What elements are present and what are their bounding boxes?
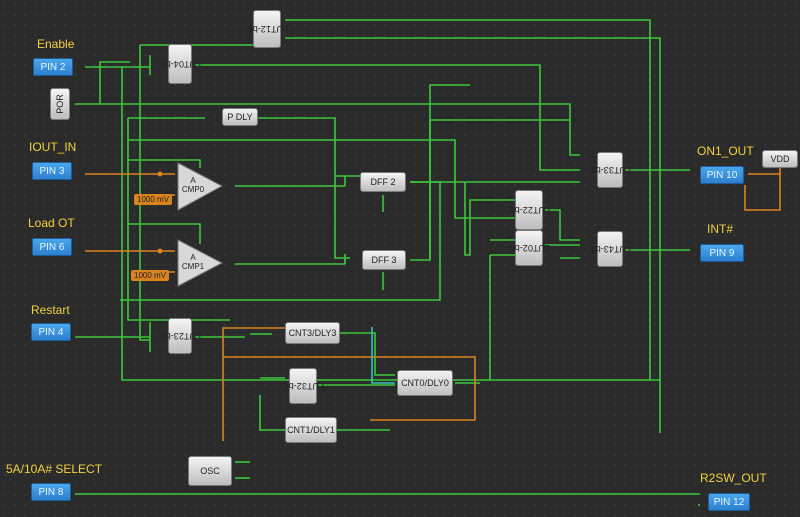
vdd-block[interactable]: VDD <box>762 150 798 168</box>
clock-wire <box>223 356 476 421</box>
wire <box>128 223 201 244</box>
pin-9[interactable]: PIN 9 <box>700 244 744 262</box>
clock-wire <box>744 173 781 211</box>
wire <box>100 103 580 156</box>
wire <box>285 19 651 380</box>
cnt3-dly3-block[interactable]: CNT3/DLY3 <box>285 322 340 344</box>
cmp1-triangle[interactable] <box>177 239 224 287</box>
junction <box>157 171 163 177</box>
pin-4[interactable]: PIN 4 <box>31 323 71 341</box>
wire <box>121 67 661 433</box>
teal-wire <box>371 327 395 384</box>
por-block[interactable]: POR <box>50 88 70 120</box>
label-enable: Enable <box>37 37 75 51</box>
wire <box>285 37 661 380</box>
wire <box>195 64 580 171</box>
vref0-badge[interactable]: 1000 mV <box>134 194 173 205</box>
junction <box>157 248 163 254</box>
wire <box>128 159 201 168</box>
wire <box>340 332 395 376</box>
dff2-block[interactable]: DFF 2 <box>360 172 406 192</box>
label-select: 5A/10A# SELECT <box>6 462 103 476</box>
dff3-block[interactable]: DFF 3 <box>362 250 406 270</box>
label-restart: Restart <box>31 303 70 317</box>
label-r2sw-out: R2SW_OUT <box>700 471 767 485</box>
wire <box>128 139 515 219</box>
pdly-block[interactable]: P DLY <box>222 108 258 126</box>
wire <box>429 84 470 260</box>
wire <box>127 118 230 321</box>
wire <box>464 182 515 256</box>
wire <box>259 395 285 431</box>
cnt1-dly1-block[interactable]: CNT1/DLY1 <box>285 417 337 443</box>
vref1-badge[interactable]: 1000 mV <box>131 270 170 281</box>
pin-8[interactable]: PIN 8 <box>31 483 71 501</box>
cnt0-dly0-block[interactable]: CNT0/DLY0 <box>397 370 453 396</box>
wire <box>545 209 580 241</box>
wire <box>75 61 130 105</box>
osc-block[interactable]: OSC <box>188 456 232 486</box>
wire <box>139 45 150 341</box>
pin-3[interactable]: PIN 3 <box>32 162 72 180</box>
label-load-ot: Load OT <box>28 216 75 230</box>
pin-2[interactable]: PIN 2 <box>33 58 73 76</box>
pin-12[interactable]: PIN 12 <box>708 493 750 511</box>
label-int: INT# <box>707 222 734 236</box>
label-on1-out: ON1_OUT <box>697 144 754 158</box>
cmp0-triangle[interactable] <box>177 162 224 211</box>
pin-10[interactable]: PIN 10 <box>700 166 744 184</box>
pin-6[interactable]: PIN 6 <box>32 238 72 256</box>
wire <box>258 117 350 259</box>
label-iout-in: IOUT_IN <box>29 140 77 154</box>
clock-wire <box>222 327 290 441</box>
